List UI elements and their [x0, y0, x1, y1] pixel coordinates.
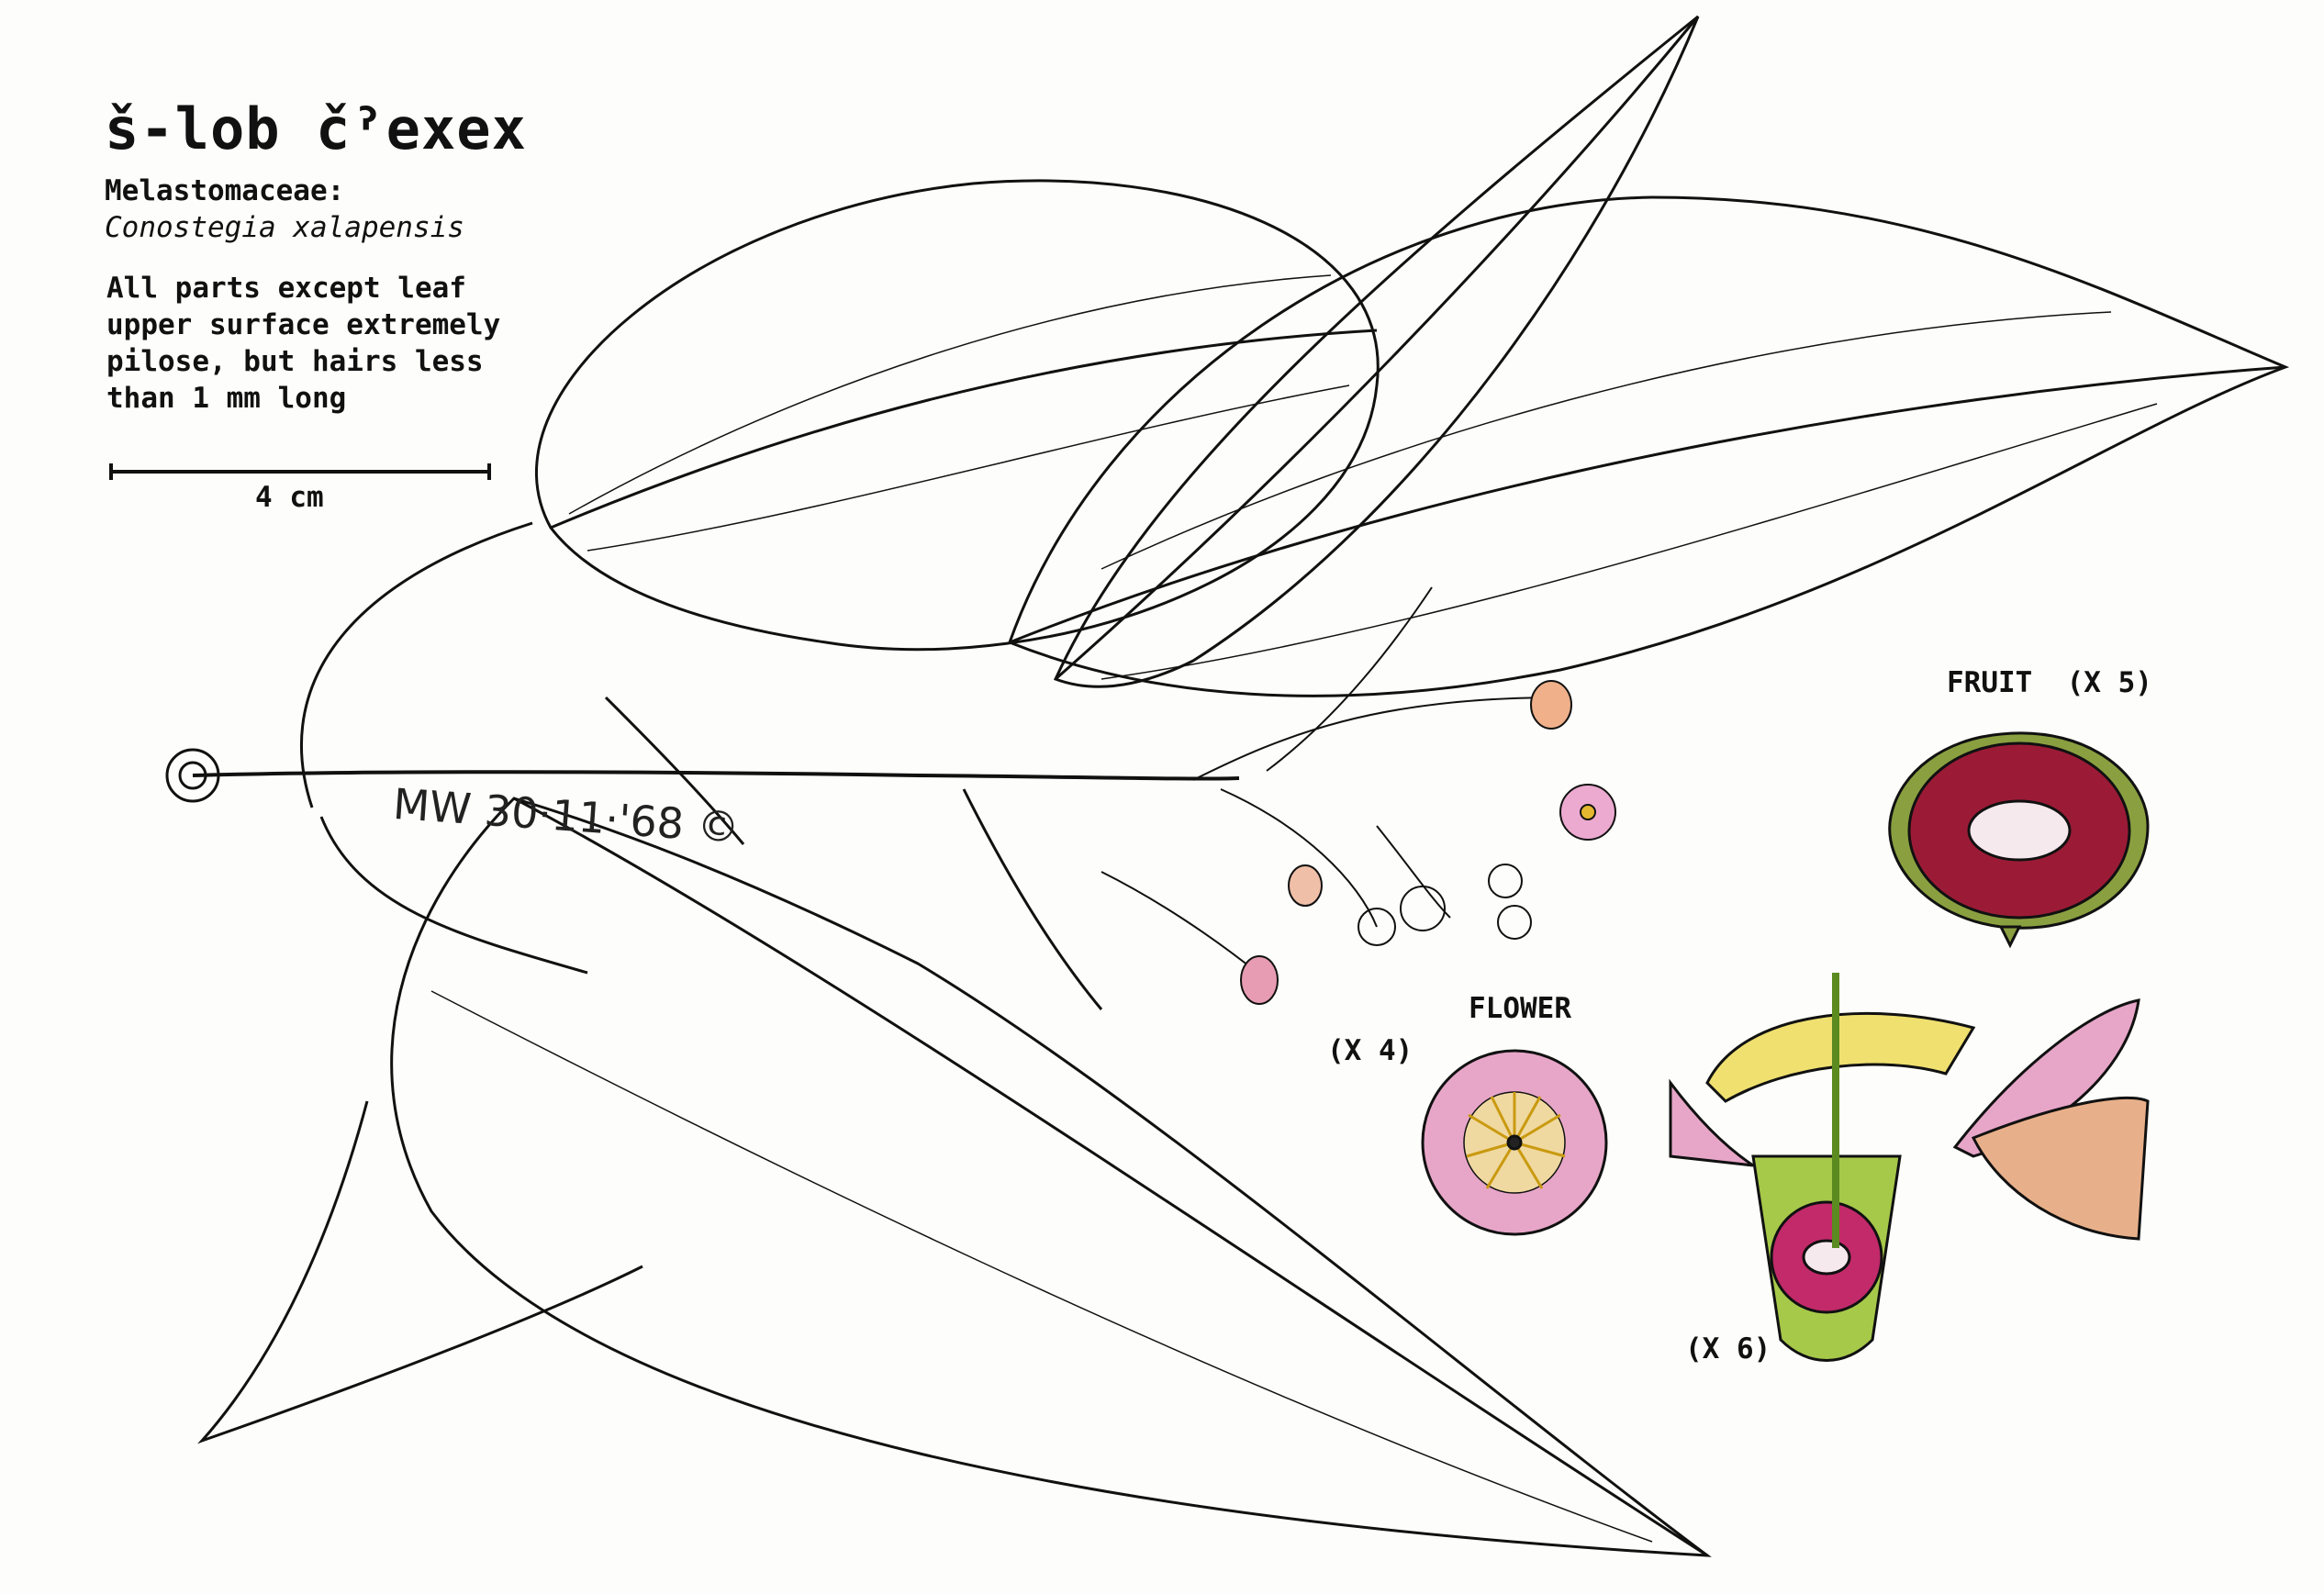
section-magnification: (X 6) — [1685, 1332, 1771, 1365]
leaf-lower — [390, 797, 1712, 1557]
flower-front-view — [1421, 1049, 1608, 1236]
scale-bar — [109, 463, 491, 480]
inflorescence — [1101, 586, 1561, 974]
flower-magnification: (X 4) — [1327, 1034, 1413, 1067]
description-line: than 1 mm long — [106, 382, 347, 415]
scale-label: 4 cm — [255, 481, 324, 514]
leaf-lower-left — [197, 1100, 643, 1444]
description-line: pilose, but hairs less — [106, 345, 484, 378]
family-name: Melastomaceae: — [105, 174, 345, 207]
buds — [1240, 680, 1616, 1005]
species-name: Conostegia xalapensis — [105, 211, 464, 244]
flower-section — [1669, 973, 2150, 1362]
flower-label: FLOWER — [1469, 992, 1571, 1025]
leaf-upper-left — [535, 179, 1380, 652]
main-stem — [165, 521, 1240, 1010]
description-line: All parts except leaf — [106, 272, 466, 305]
leaf-upper-narrow — [1053, 15, 1700, 688]
description-line: upper surface extremely — [106, 308, 501, 341]
page-title: š-lob čˀexex — [105, 95, 527, 162]
fruit-label: FRUIT (X 5) — [1947, 666, 2152, 699]
leaf-upper-right — [1008, 195, 2290, 697]
fruit-cross-section — [1888, 731, 2150, 949]
